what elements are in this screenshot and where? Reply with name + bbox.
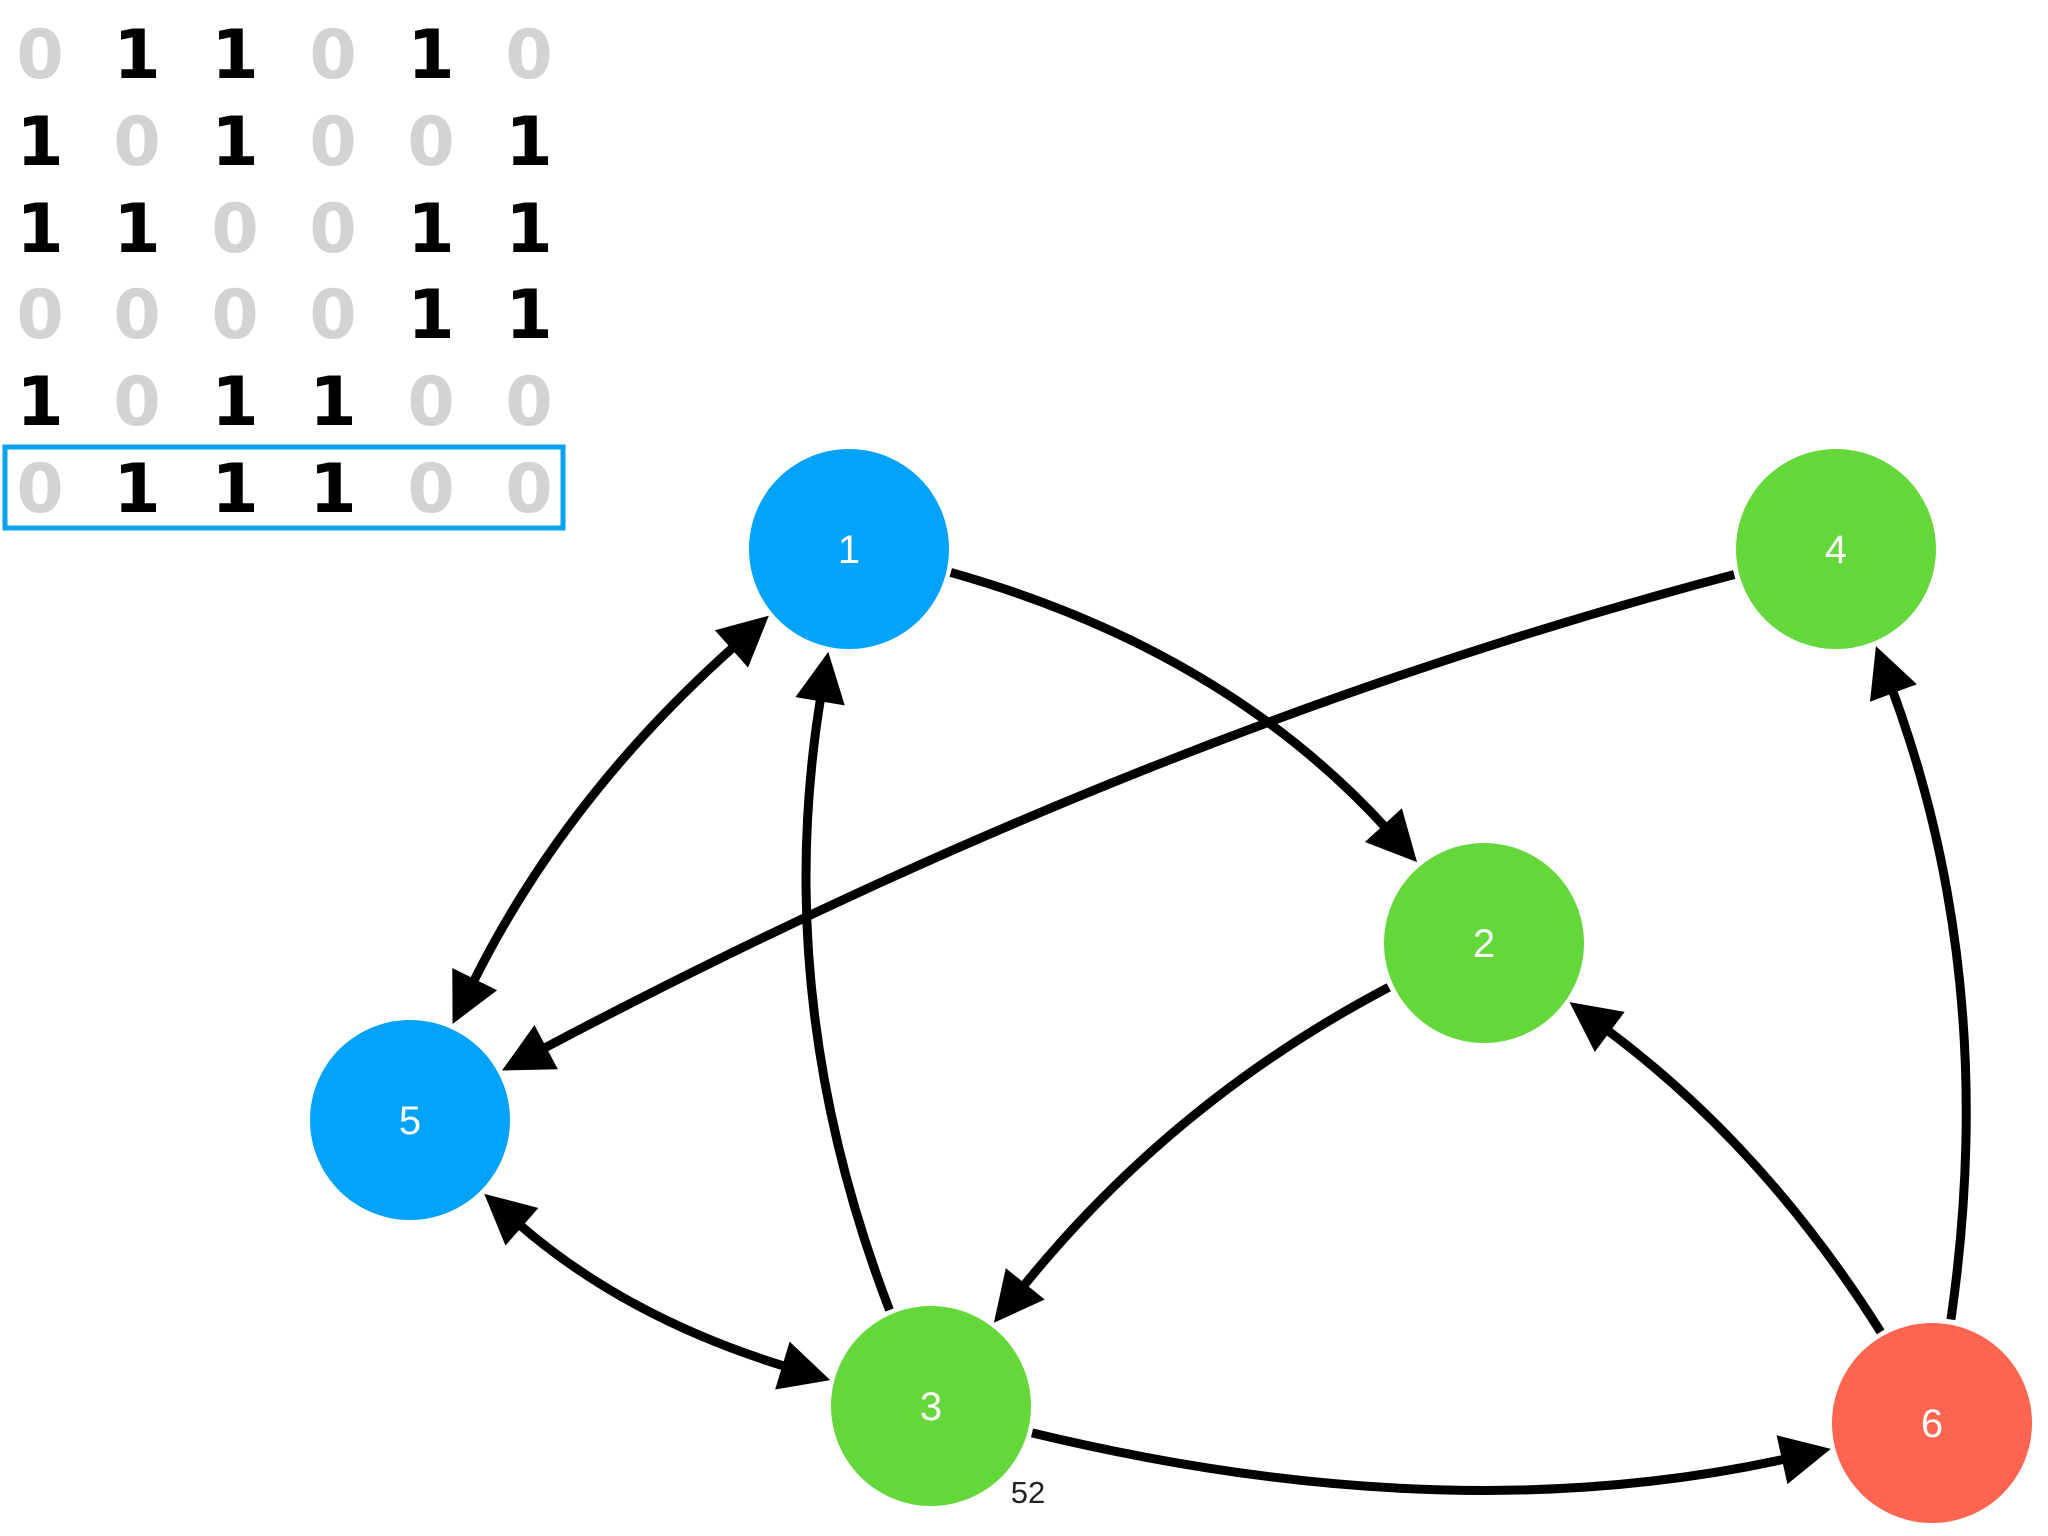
matrix-cell: 1 [211,363,258,442]
matrix-cell: 1 [505,103,552,182]
edge-5-3 [484,1193,831,1390]
arrowhead [775,1341,831,1390]
arrowhead [795,651,845,706]
matrix-cell: 0 [16,276,63,355]
arrowhead [714,615,769,668]
node-4: 4 [1736,449,1936,649]
edge-line [1030,1428,1789,1495]
edge-1-5 [452,615,769,1024]
edge-6-4 [1869,646,1971,1321]
matrix-cell: 0 [309,103,356,182]
matrix-cell: 1 [407,16,454,95]
arrowhead [1776,1435,1831,1485]
matrix-cell: 1 [16,363,63,442]
matrix-cell: 0 [407,363,454,442]
matrix-cell: 0 [113,103,160,182]
matrix-cell: 0 [16,16,63,95]
matrix-cell: 1 [309,363,356,442]
matrix-cell: 0 [16,450,63,529]
matrix-cell: 0 [407,103,454,182]
arrowhead [501,1025,558,1071]
matrix-cell: 0 [113,276,160,355]
node-label: 2 [1473,922,1495,966]
arrowhead [1869,646,1917,702]
matrix-cell: 1 [211,103,258,182]
matrix-cell: 1 [16,190,63,269]
matrix-cell: 1 [16,103,63,182]
matrix-cell: 1 [505,190,552,269]
matrix-cell: 0 [211,190,258,269]
graph-edges [452,568,1971,1495]
matrix-cell: 0 [407,450,454,529]
node-label: 5 [399,1099,421,1143]
node-6: 6 [1832,1323,2032,1523]
node-circle [831,1306,1031,1506]
arrowhead [1364,808,1418,863]
edge-line [1887,685,1971,1321]
node-circle [310,1020,510,1220]
matrix-cell: 1 [113,450,160,529]
matrix-cell: 1 [309,450,356,529]
matrix-cell: 0 [505,363,552,442]
matrix-row-highlight [2,444,566,531]
graph-nodes: 1 2 3 4 5 6 [310,449,2032,1523]
edge-3-1 [795,651,894,1312]
arrowhead [993,1268,1045,1323]
matrix-cell: 0 [505,450,552,529]
matrix-cell: 1 [211,450,258,529]
node-label: 4 [1825,528,1847,572]
matrix-cell: 1 [113,16,160,95]
node-label: 1 [838,528,860,572]
node-5: 5 [310,1020,510,1220]
matrix-cell: 0 [113,363,160,442]
node-circle [1736,449,1936,649]
matrix-cell: 1 [407,276,454,355]
edge-line [1602,1024,1885,1335]
edge-line [514,1219,790,1372]
edge-line [468,641,739,987]
matrix-cell: 0 [505,16,552,95]
edge-line [1017,983,1391,1292]
matrix-cell: 0 [309,16,356,95]
matrix-cell: 0 [309,276,356,355]
edge-6-2 [1569,1002,1885,1335]
matrix-cell: 1 [505,276,552,355]
node-circle [749,449,949,649]
node-3: 3 [831,1306,1031,1506]
arrowhead [1569,1002,1625,1053]
node-1: 1 [749,449,949,649]
node-circle [1384,843,1584,1043]
edge-line [801,694,894,1312]
matrix-cell: 0 [211,276,258,355]
page-number: 52 [1011,1475,1045,1510]
node-circle [1832,1323,2032,1523]
edge-2-3 [993,983,1391,1323]
node-label: 3 [920,1385,942,1429]
edge-line [949,568,1391,833]
matrix-cell: 1 [113,190,160,269]
edge-4-5 [501,570,1736,1071]
arrowhead [484,1193,539,1246]
arrowhead [452,968,498,1024]
edge-3-6 [1030,1428,1831,1495]
matrix-cell: 0 [309,190,356,269]
edge-line [538,570,1736,1054]
node-2: 2 [1384,843,1584,1043]
node-label: 6 [1921,1402,1943,1446]
matrix-cell: 1 [211,16,258,95]
matrix-cell: 1 [407,190,454,269]
edge-1-2 [949,568,1418,863]
